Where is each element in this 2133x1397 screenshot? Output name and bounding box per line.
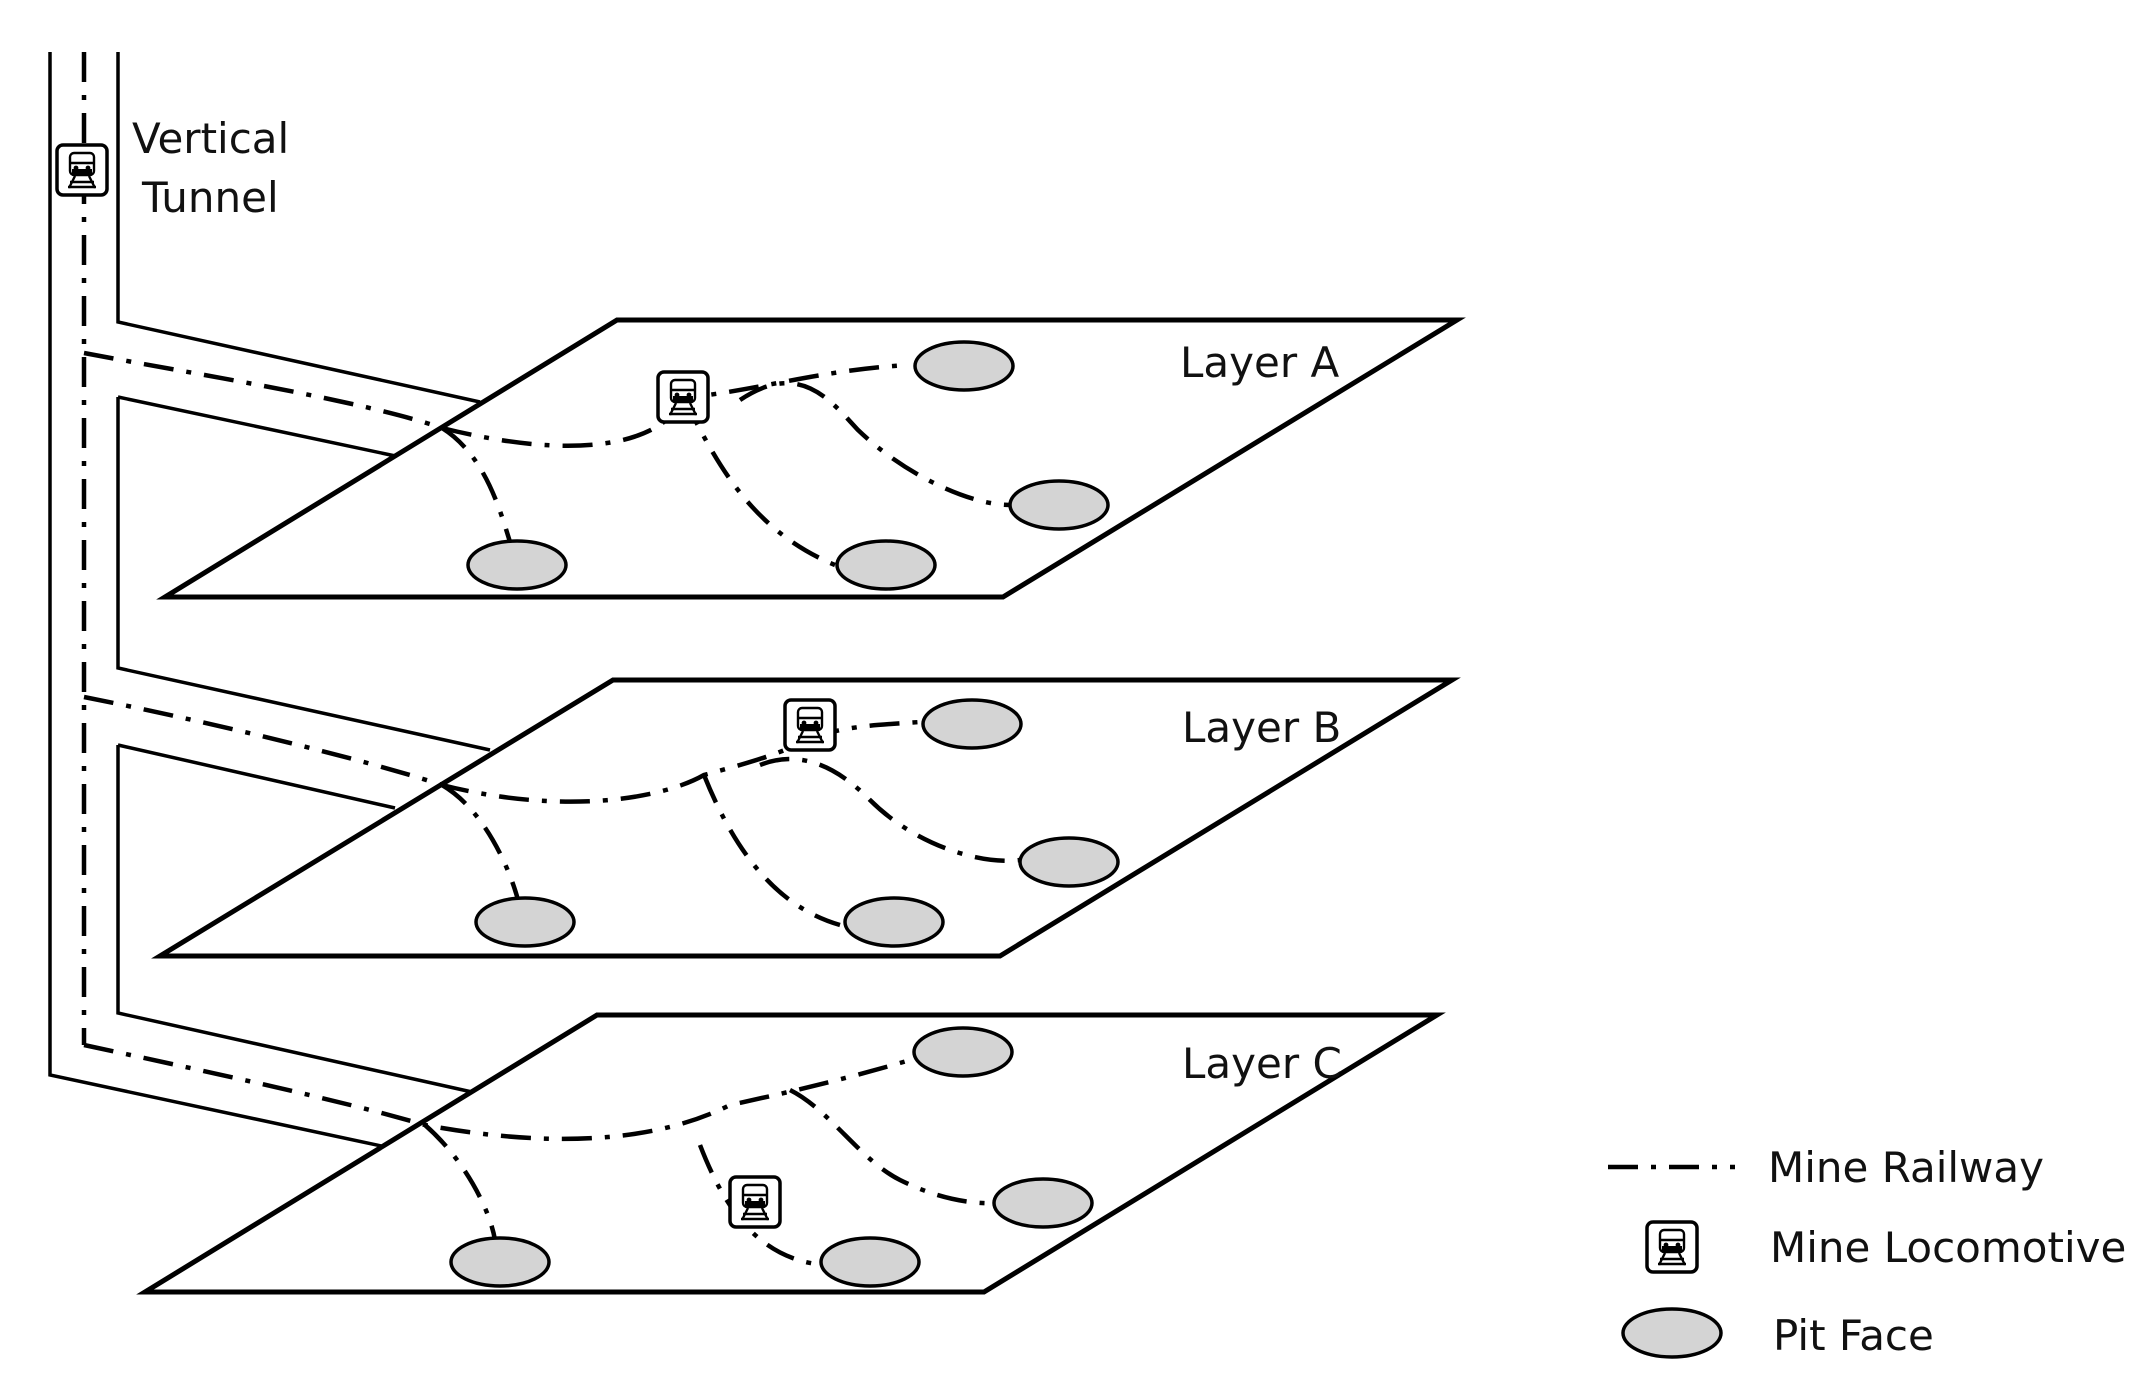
pit-face [449,1236,551,1288]
vertical-tunnel-label-line1: Vertical [132,114,289,163]
train-icon [55,143,109,197]
pit-face [1008,479,1110,531]
layer-b-label: Layer B [1182,703,1341,752]
pit-face [474,896,576,948]
layer-c: Layer C [83,1012,1446,1295]
layer-b-railway-right [759,756,1021,863]
pit-face [835,539,937,591]
legend-pit-face-label: Pit Face [1773,1311,1934,1360]
legend-railway-label: Mine Railway [1768,1143,2044,1192]
layer-c-railway-mid [697,1144,826,1268]
layer-a-railway-main [83,350,909,448]
tunnel-branch-b-lower [117,743,396,810]
legend-locomotive-label: Mine Locomotive [1770,1223,2126,1272]
layer-c-railway-right [788,1087,1001,1206]
layer-c-label: Layer C [1182,1039,1342,1088]
train-icon [656,370,710,424]
layer-c-railway-main [83,1042,911,1142]
train-icon [1645,1220,1699,1274]
layer-a-plane [156,317,1466,600]
tunnel-inner-wall-top [116,52,481,404]
tunnel-outer-wall [48,52,401,1152]
pit-face [843,896,945,948]
train-icon [783,698,837,752]
layer-b: Layer B [83,677,1461,959]
tunnel-inner-wall-b [116,745,473,1094]
layer-c-plane [136,1012,1446,1295]
pit-face [921,698,1023,750]
vertical-tunnel-label-line2: Tunnel [141,173,279,222]
tunnel-inner-wall-a [116,397,491,752]
layer-b-railway-mid [701,774,841,928]
layer-c-railway-left [423,1123,498,1241]
layer-b-plane [151,677,1461,959]
legend: Mine Railway Mine Locomotive Pit Face [1608,1143,2126,1360]
layer-a-railway-right [738,380,1011,508]
pit-face [1018,836,1120,888]
layer-a: Layer A [83,317,1466,600]
pit-face [992,1177,1094,1229]
layer-b-railway-main [83,694,812,804]
layer-a-label: Layer A [1180,338,1339,387]
pit-face [819,1236,921,1288]
layer-b-railway-left [440,783,521,901]
train-icon [728,1175,782,1229]
vertical-tunnel [48,52,491,1152]
pit-face [913,340,1015,392]
pit-face [912,1026,1014,1078]
layer-a-railway-left [440,426,513,543]
tunnel-branch-a-lower [117,395,406,460]
pit-face [466,539,568,591]
legend-pit-face-swatch [1621,1307,1723,1359]
